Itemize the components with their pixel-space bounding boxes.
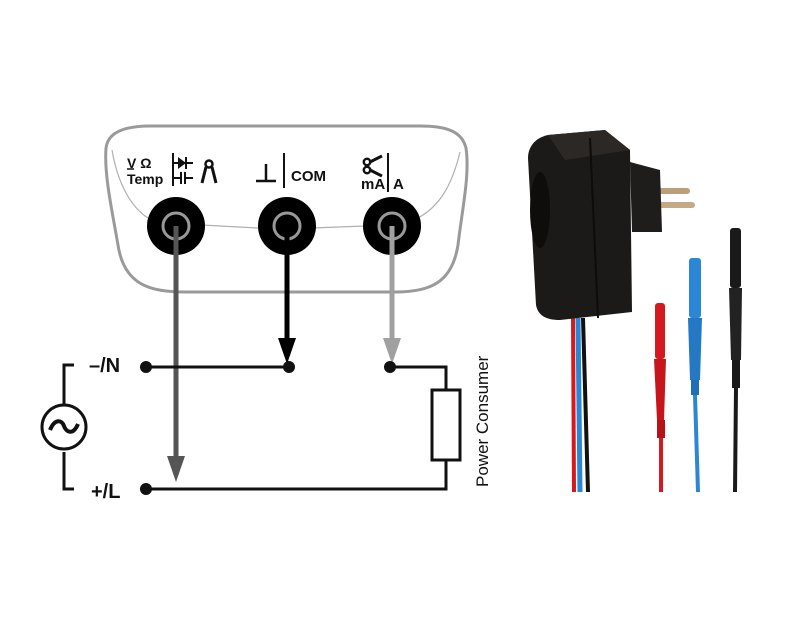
label-com: COM <box>291 168 326 185</box>
terminal-label-neutral: –/N <box>89 355 120 377</box>
capacitor-icon <box>173 172 193 184</box>
meter-panel-inner-line <box>111 149 461 229</box>
label-a: A <box>393 176 404 193</box>
adapter-photo <box>528 130 742 493</box>
lead-com <box>278 232 296 364</box>
terminal-label-live: +/L <box>91 481 120 503</box>
label-ma: mA <box>361 176 385 193</box>
ac-source-icon <box>40 403 88 451</box>
red-connector <box>654 303 666 492</box>
jack-label-ma-a: mA A <box>361 153 404 193</box>
load-label: Power Consumer <box>473 355 492 487</box>
diode-icon <box>173 157 193 169</box>
terminal-live-dot <box>140 483 152 495</box>
arrowhead-com <box>278 338 296 364</box>
terminal-neutral-dot <box>140 361 152 373</box>
ground-icon <box>256 164 276 183</box>
clamp-icon <box>362 154 383 178</box>
label-v-ohm: V Ω <box>127 155 151 171</box>
lead-v-ohm-temp <box>167 226 185 482</box>
blue-connector <box>688 258 702 493</box>
circuit: –/N +/L Power Consumer <box>40 355 492 503</box>
adapter-cables <box>571 317 590 493</box>
arrowhead-ma-a <box>383 338 401 364</box>
node-com <box>283 361 295 373</box>
lead-ma-a <box>383 226 401 364</box>
black-connector <box>729 228 742 493</box>
jack-label-com: COM <box>256 153 326 188</box>
arrowhead-v-ohm-temp <box>167 456 185 482</box>
meter-panel-outline <box>104 124 469 294</box>
clamp-icon <box>200 159 218 184</box>
label-temp: Temp <box>127 171 163 187</box>
load-resistor <box>430 388 462 462</box>
jack-label-v-ohm-temp: V Ω Temp <box>127 153 218 187</box>
